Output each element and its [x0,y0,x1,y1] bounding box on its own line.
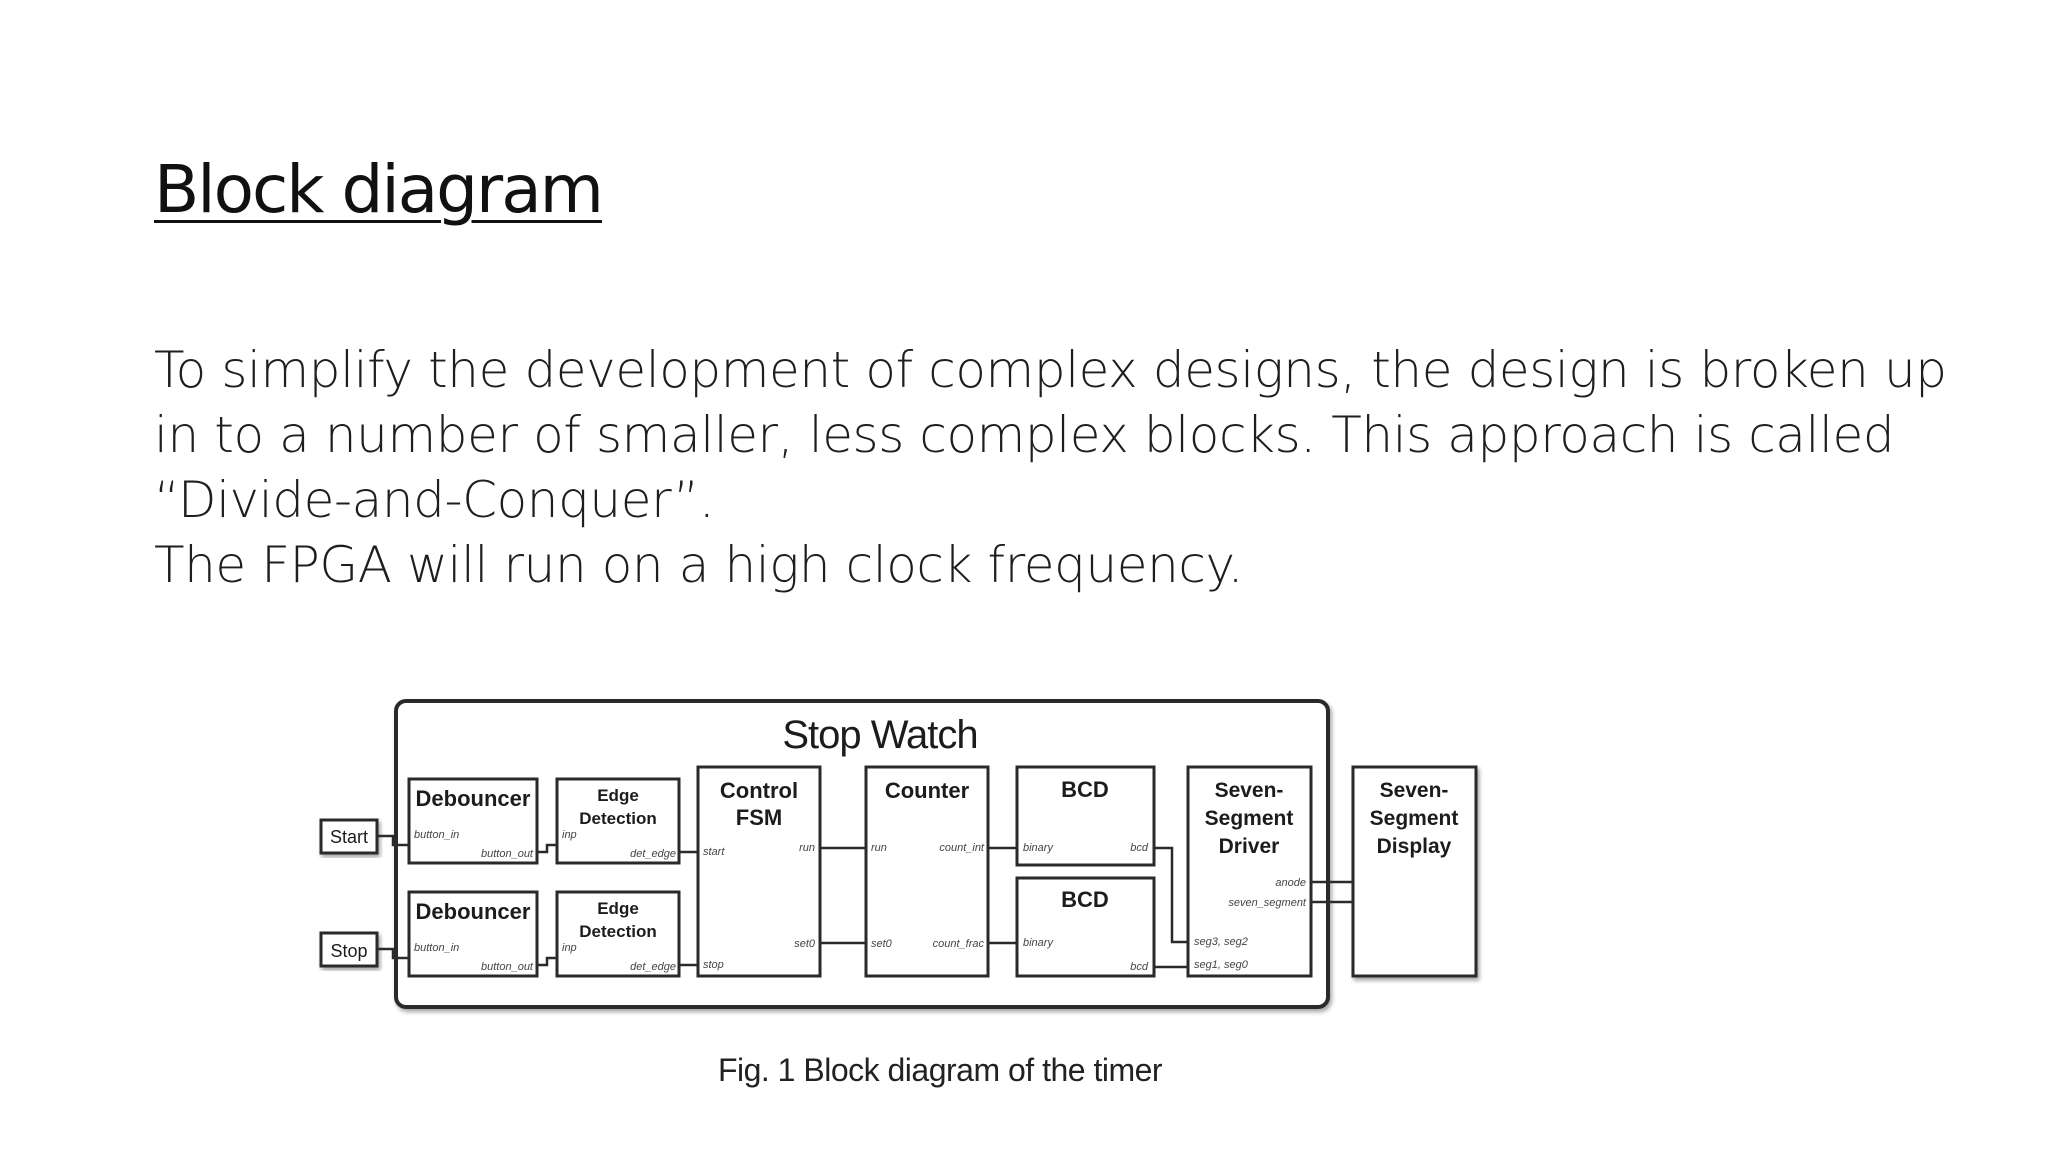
seven-segment-driver-label-3: Driver [1219,835,1280,858]
debouncer-bottom-port-out: button_out [481,961,534,973]
bcd-top-port-bcd: bcd [1130,842,1149,854]
seven-segment-driver-port-seg32: seg3, seg2 [1194,936,1248,948]
slide-title: Block diagram [154,151,604,228]
bcd-top-block [1015,765,1156,867]
stop-input-box [319,931,379,968]
control-fsm-port-set0: set0 [794,938,816,950]
edge-detection-top-label-1: Edge [597,786,639,805]
edge-detection-top-port-out: det_edge [630,848,676,860]
counter-port-count-int: count_int [939,842,985,854]
start-input-label: Start [330,827,368,847]
edge-detection-bottom-port-out: det_edge [630,961,676,973]
seven-segment-display-label-2: Segment [1370,807,1459,830]
bcd-bottom-port-bcd: bcd [1130,961,1149,973]
seven-segment-driver-port-seven-segment: seven_segment [1228,897,1307,909]
figure-caption: Fig. 1 Block diagram of the timer [717,1052,1163,1088]
counter-port-run: run [871,842,887,854]
control-fsm-port-stop: stop [703,959,724,971]
debouncer-top-port-out: button_out [481,848,534,860]
seven-segment-driver-block [1186,765,1313,978]
body-paragraph-2: The FPGA will run on a high clock freque… [154,536,1244,594]
bcd-top-label: BCD [1061,777,1109,802]
control-fsm-block [696,765,822,978]
bcd-bottom-port-binary: binary [1023,937,1054,949]
counter-port-count-frac: count_frac [933,938,985,950]
bcd-top-port-binary: binary [1023,842,1054,854]
edge-detection-top-port-in: inp [562,829,577,841]
edge-detection-bottom-label-2: Detection [579,922,656,941]
stopwatch-label: Stop Watch [782,713,977,757]
debouncer-bottom-port-in: button_in [414,942,459,954]
stop-input-label: Stop [330,941,367,961]
debouncer-top-block [407,777,539,865]
bcd-bottom-label: BCD [1061,887,1109,912]
debouncer-top-port-in: button_in [414,829,459,841]
seven-segment-driver-label-2: Segment [1205,807,1294,830]
body-paragraph-1: To simplify the development of complex d… [154,341,1947,529]
slide-body: To simplify the development of complex d… [154,338,1974,598]
bcd-bottom-block [1015,876,1156,978]
edge-detection-bottom-block [555,890,681,978]
counter-label: Counter [885,778,970,803]
control-fsm-label-1: Control [720,778,798,803]
counter-port-set0: set0 [871,938,893,950]
counter-block [864,765,990,978]
connection-wires [377,834,1353,969]
control-fsm-port-run: run [799,842,815,854]
debouncer-bottom-block [407,890,539,978]
control-fsm-label-2: FSM [736,805,782,830]
seven-segment-display-block [1351,765,1478,978]
seven-segment-driver-port-seg10: seg1, seg0 [1194,959,1249,971]
seven-segment-display-label-1: Seven- [1380,779,1449,802]
seven-segment-driver-port-anode: anode [1275,877,1306,889]
debouncer-top-label: Debouncer [416,786,531,811]
edge-detection-bottom-label-1: Edge [597,899,639,918]
edge-detection-top-label-2: Detection [579,809,656,828]
control-fsm-port-start: start [703,846,725,858]
seven-segment-display-label-3: Display [1377,835,1452,858]
edge-detection-bottom-port-in: inp [562,942,577,954]
seven-segment-driver-label-1: Seven- [1215,779,1284,802]
debouncer-bottom-label: Debouncer [416,899,531,924]
edge-detection-top-block [555,777,681,865]
